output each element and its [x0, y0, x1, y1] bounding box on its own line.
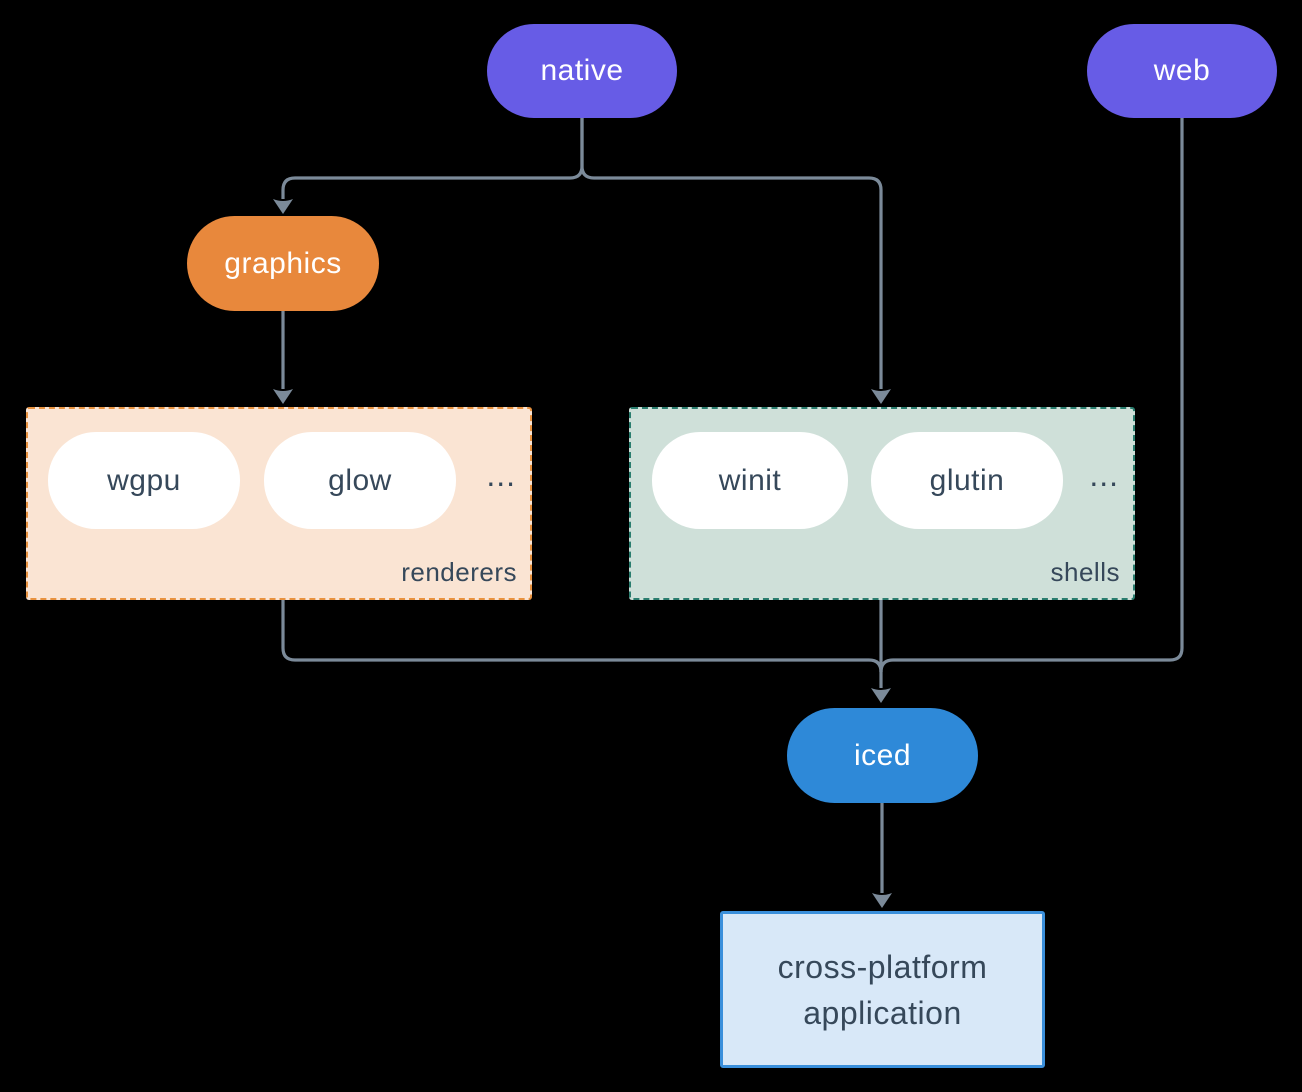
group-shells: winit glutin ... shells [629, 407, 1135, 600]
group-renderers: wgpu glow ... renderers [26, 407, 532, 600]
arrowhead-down-icon [273, 199, 293, 214]
node-winit: winit [652, 432, 848, 529]
arrowhead-down-icon [871, 389, 891, 404]
node-graphics: graphics [187, 216, 379, 311]
renderers-ellipsis: ... [486, 457, 516, 493]
application-label-line2: application [803, 994, 962, 1031]
node-native: native [487, 24, 677, 118]
arrowhead-down-icon [872, 893, 892, 908]
node-glow: glow [264, 432, 456, 529]
arrowhead-down-icon [273, 389, 293, 404]
node-glutin: glutin [871, 432, 1063, 529]
edge-native-graphics [281, 118, 584, 199]
edge-renderers-junction [281, 600, 883, 673]
node-web: web [1087, 24, 1277, 118]
node-wgpu: wgpu [48, 432, 240, 529]
edge-native-shells [580, 118, 883, 389]
application-label-line1: cross-platform [777, 948, 988, 985]
shells-ellipsis: ... [1089, 457, 1119, 493]
renderers-group-label: renderers [401, 557, 517, 587]
node-cross-platform-application: cross-platform application [720, 911, 1045, 1068]
node-iced: iced [787, 708, 978, 803]
shells-group-label: shells [1050, 557, 1120, 587]
arrowhead-down-icon [871, 688, 891, 703]
